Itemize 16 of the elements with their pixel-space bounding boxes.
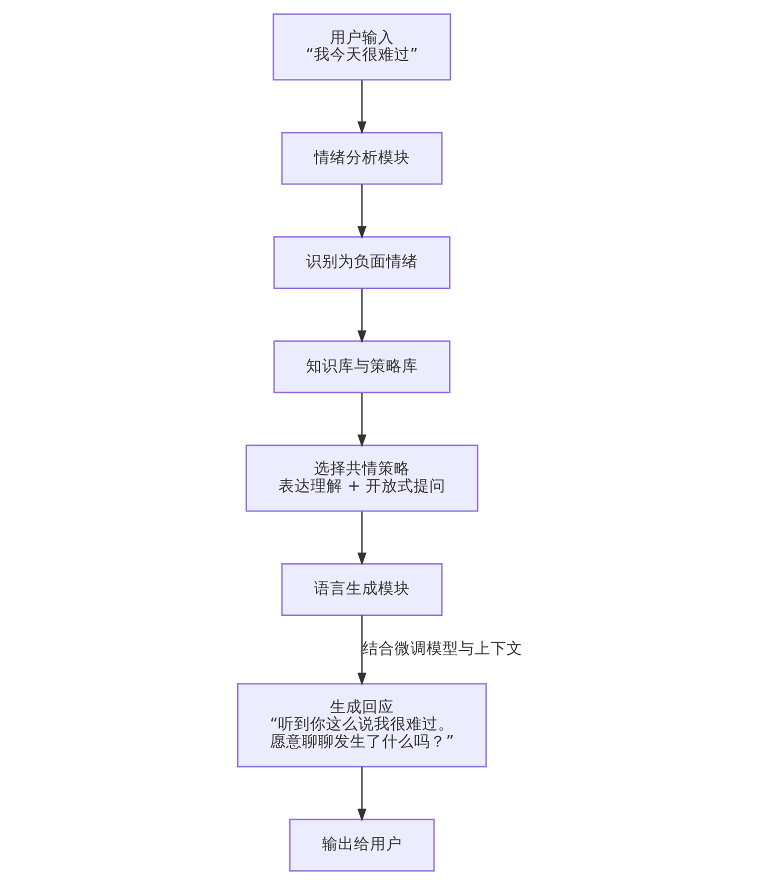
node-box: 用户输入 “我今天很难过” bbox=[272, 13, 451, 81]
arrow bbox=[356, 288, 366, 344]
node-box: 知识库与策略库 bbox=[272, 340, 450, 394]
node-box: 生成回应 “听到你这么说我很难过。愿意聊聊发生了什么吗？” bbox=[236, 683, 486, 768]
arrow bbox=[356, 512, 366, 566]
node-box: 输出给用户 bbox=[288, 818, 434, 872]
arrow bbox=[356, 80, 366, 134]
node-box: 识别为负面情绪 bbox=[272, 236, 450, 289]
node-box: 语言生成模块 bbox=[280, 563, 442, 616]
arrow bbox=[356, 392, 366, 448]
arrow bbox=[356, 766, 366, 822]
arrow bbox=[356, 615, 366, 686]
node-box: 情绪分析模块 bbox=[280, 132, 442, 185]
arrow bbox=[356, 184, 366, 239]
node-box: 选择共情策略 表达理解 + 开放式提问 bbox=[245, 444, 478, 512]
edge-label: 结合微调模型与上下文 bbox=[362, 638, 522, 658]
